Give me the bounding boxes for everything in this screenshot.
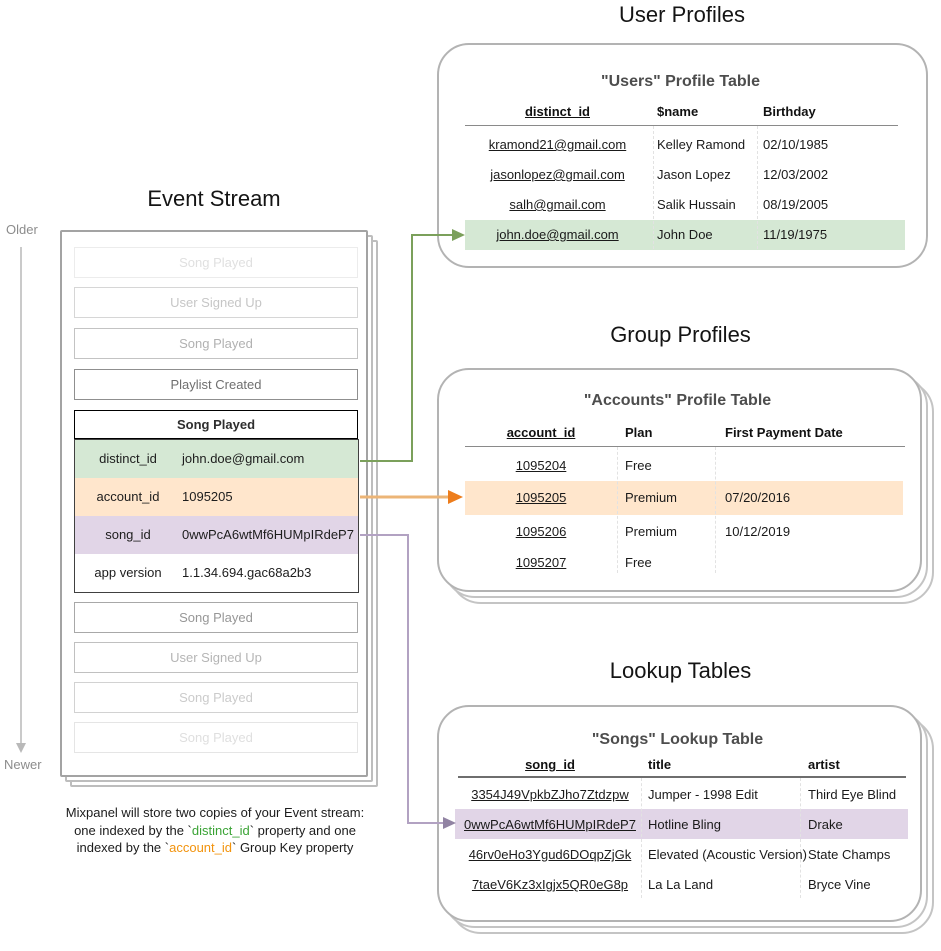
table-cell: Third Eye Blind (808, 787, 897, 802)
caption-distinct-id: distinct_id (191, 822, 250, 838)
users-highlight-row (465, 220, 905, 250)
event-field-app-version: app version 1.1.34.694.gac68a2b3 (75, 554, 358, 592)
table-cell: Drake (808, 817, 843, 832)
table-cell: Kelley Ramond (657, 137, 746, 152)
songs-col-header: artist (808, 757, 840, 772)
accounts-column-divider (617, 447, 618, 573)
table-cell: 02/10/1985 (763, 137, 829, 152)
accounts-col-header: account_id (506, 425, 576, 440)
table-cell: jasonlopez@gmail.com (490, 167, 625, 182)
table-cell: State Champs (808, 847, 891, 862)
users-col-header: distinct_id (524, 104, 590, 119)
caption: Mixpanel will store two copies of your E… (14, 804, 416, 857)
accounts-table-title: "Accounts" Profile Table (583, 392, 772, 409)
field-key: song_id (105, 527, 151, 542)
users-column-divider (653, 126, 654, 249)
event-box: Song Played (74, 682, 358, 713)
field-key: distinct_id (99, 451, 157, 466)
event-box: Song Played (74, 247, 358, 278)
accounts-col-header: First Payment Date (725, 425, 843, 440)
table-cell: 7taeV6Kz3xIgjx5QR0eG8p (471, 877, 629, 892)
table-cell: Elevated (Acoustic Version) (648, 847, 807, 862)
table-cell: 1095207 (515, 555, 567, 570)
field-key: account_id (96, 489, 160, 504)
accounts-card (437, 368, 922, 592)
field-key: app version (94, 565, 162, 580)
table-cell: kramond21@gmail.com (488, 137, 627, 152)
table-cell: 12/03/2002 (763, 167, 829, 182)
users-col-header: $name (657, 104, 699, 119)
event-box: User Signed Up (74, 642, 358, 673)
expanded-event-fields: distinct_id john.doe@gmail.com account_i… (74, 439, 359, 593)
table-cell: 08/19/2005 (763, 197, 829, 212)
table-cell: Bryce Vine (808, 877, 871, 892)
table-cell: Jumper - 1998 Edit (648, 787, 758, 802)
accounts-column-divider (715, 447, 716, 573)
table-cell: John Doe (657, 227, 713, 242)
lookup-tables-title: Lookup Tables (609, 658, 752, 683)
table-cell: Free (625, 555, 652, 570)
table-cell: Jason Lopez (657, 167, 731, 182)
table-cell: 10/12/2019 (725, 524, 791, 539)
accounts-col-header: Plan (625, 425, 653, 440)
users-column-divider (757, 126, 758, 249)
caption-line3-post: ` Group Key property (232, 840, 354, 855)
songs-col-header: song_id (525, 757, 575, 772)
caption-line1: Mixpanel will store two copies of your E… (65, 805, 365, 820)
table-cell: 07/20/2016 (725, 490, 791, 505)
table-cell: Premium (625, 524, 678, 539)
users-header-rule (465, 125, 898, 126)
event-field-song-id: song_id 0wwPcA6wtMf6HUMpIRdeP7 (75, 516, 358, 554)
timeline-arrow (16, 247, 26, 753)
field-value: 1.1.34.694.gac68a2b3 (182, 565, 312, 580)
older-label: Older (6, 222, 38, 237)
field-value: 1095205 (182, 489, 233, 504)
event-field-account-id: account_id 1095205 (75, 478, 358, 516)
table-cell: 3354J49VpkbZJho7Ztdzpw (471, 787, 629, 802)
table-cell: salh@gmail.com (509, 197, 606, 212)
table-cell: 1095204 (515, 458, 567, 473)
table-cell: 1095206 (515, 524, 567, 539)
table-cell: 0wwPcA6wtMf6HUMpIRdeP7 (464, 817, 636, 832)
event-stream-title: Event Stream (147, 186, 281, 211)
field-value: john.doe@gmail.com (182, 451, 305, 466)
user-profiles-title: User Profiles (619, 2, 745, 27)
caption-line3-pre: indexed by the ` (76, 840, 170, 855)
caption-account-id: account_id (169, 840, 232, 855)
songs-column-divider (641, 778, 642, 898)
table-cell: 46rv0eHo3Ygud6DOqpZjGk (468, 847, 632, 862)
event-field-distinct-id: distinct_id john.doe@gmail.com (75, 440, 358, 478)
event-box: Song Played (74, 328, 358, 359)
table-cell: Salik Hussain (657, 197, 736, 212)
group-profiles-title: Group Profiles (610, 322, 751, 347)
event-box: Playlist Created (74, 369, 358, 400)
songs-column-divider (800, 778, 801, 898)
songs-highlight-row (455, 809, 908, 839)
event-box: Song Played (74, 602, 358, 633)
table-cell: Premium (625, 490, 678, 505)
users-col-header: Birthday (763, 104, 816, 119)
newer-label: Newer (4, 757, 42, 772)
caption-line2-post: ` property and one (249, 822, 356, 838)
users-table-title: "Users" Profile Table (601, 73, 760, 90)
event-box: User Signed Up (74, 287, 358, 318)
songs-table-title: "Songs" Lookup Table (591, 731, 764, 748)
table-cell: Hotline Bling (648, 817, 721, 832)
table-cell: Free (625, 458, 652, 473)
caption-line2-pre: one indexed by the ` (74, 822, 192, 838)
expanded-event-header: Song Played (74, 410, 358, 439)
table-cell: john.doe@gmail.com (496, 227, 619, 242)
event-box: Song Played (74, 722, 358, 753)
table-cell: 1095205 (515, 490, 567, 505)
accounts-header-rule (465, 446, 905, 447)
field-value: 0wwPcA6wtMf6HUMpIRdeP7 (182, 527, 354, 542)
songs-col-header: title (648, 757, 672, 772)
songs-header-rule (458, 776, 906, 778)
accounts-highlight-row (465, 481, 903, 515)
table-cell: La La Land (648, 877, 714, 892)
table-cell: 11/19/1975 (763, 227, 828, 242)
